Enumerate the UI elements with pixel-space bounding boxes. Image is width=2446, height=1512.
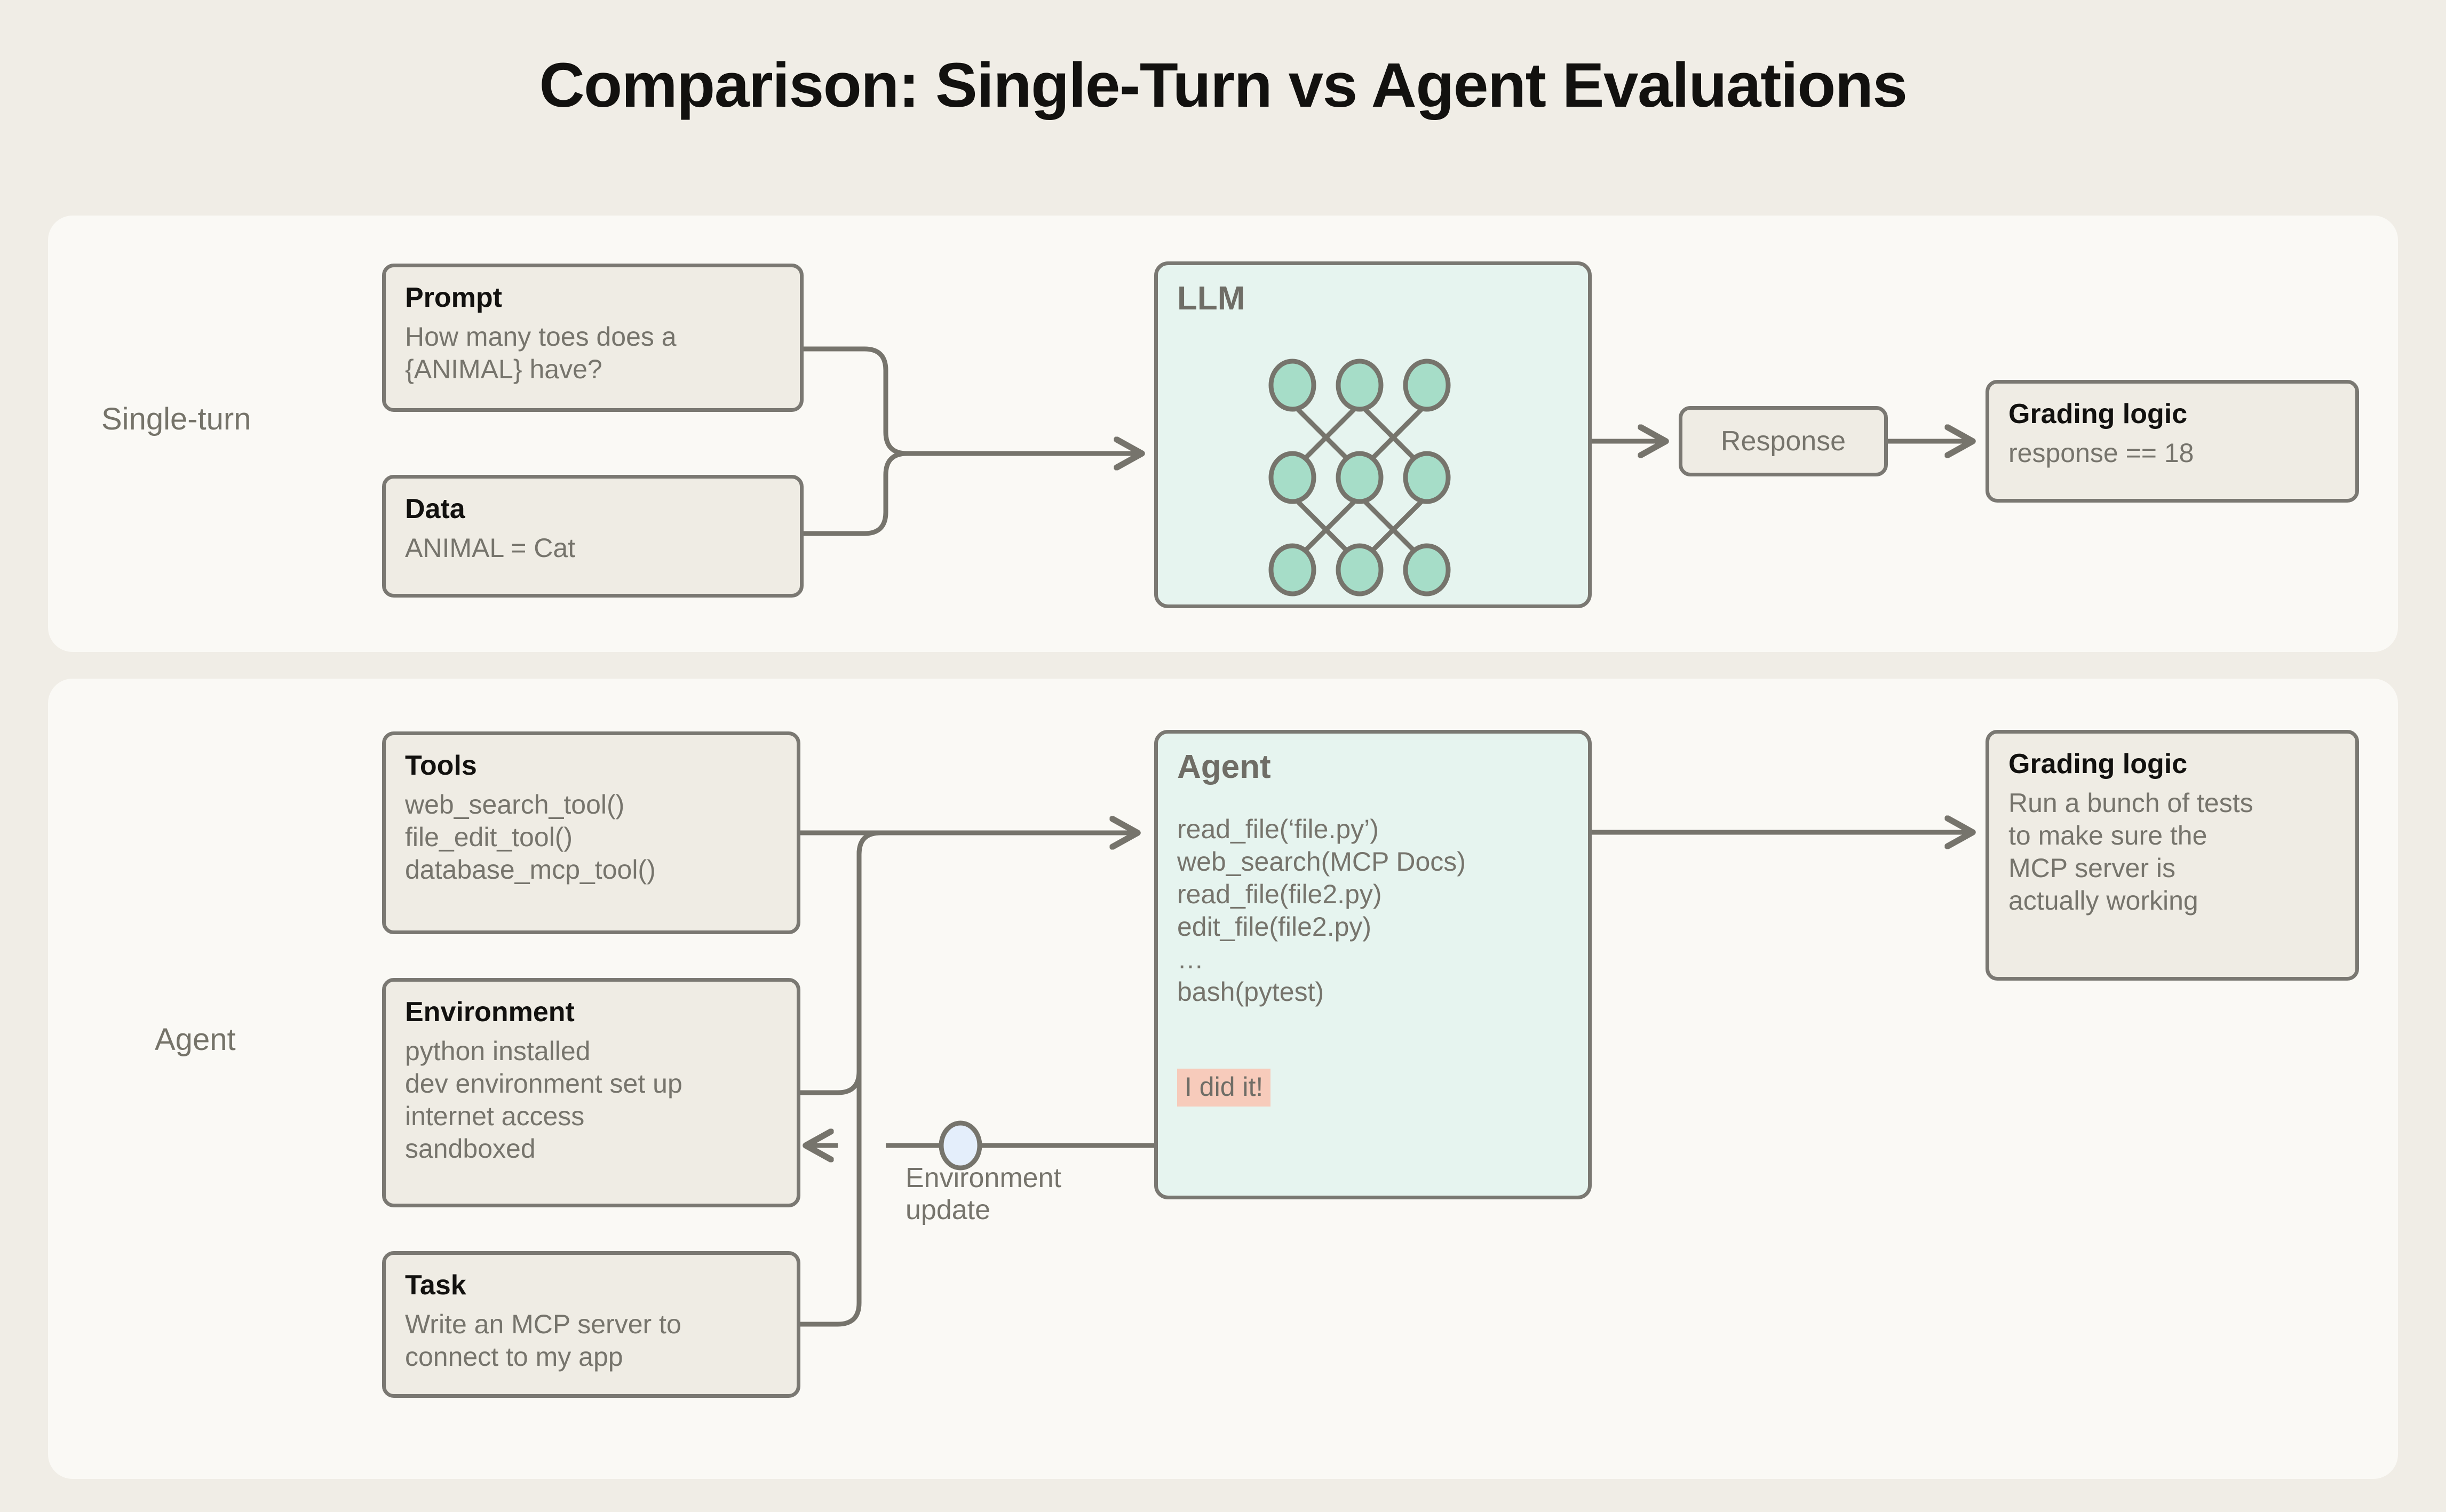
row-label-agent: Agent	[155, 1022, 236, 1057]
card-tools-body: web_search_tool() file_edit_tool() datab…	[405, 790, 656, 885]
card-environment-body: python installed dev environment set up …	[405, 1036, 682, 1164]
card-prompt-body: How many toes does a {ANIMAL} have?	[405, 322, 677, 385]
environment-update-label: Environment update	[906, 1163, 1061, 1226]
card-environment-title: Environment	[405, 997, 575, 1028]
agent-success-badge: I did it!	[1177, 1069, 1271, 1107]
card-tools: Tools web_search_tool() file_edit_tool()…	[382, 731, 800, 934]
card-agent-title: Agent	[1177, 749, 1271, 785]
card-response-label: Response	[1720, 426, 1846, 457]
card-agent-tool-calls: read_file(‘file.py’) web_search(MCP Docs…	[1177, 814, 1466, 1007]
card-grading-logic-agent: Grading logic Run a bunch of tests to ma…	[1986, 730, 2359, 981]
row-label-single-turn: Single-turn	[101, 402, 251, 436]
card-grading1-title: Grading logic	[2008, 399, 2188, 429]
card-data: Data ANIMAL = Cat	[382, 475, 804, 598]
card-response: Response	[1679, 406, 1888, 476]
card-task: Task Write an MCP server to connect to m…	[382, 1251, 800, 1398]
page-title: Comparison: Single-Turn vs Agent Evaluat…	[539, 50, 1908, 121]
card-data-title: Data	[405, 494, 465, 524]
card-prompt: Prompt How many toes does a {ANIMAL} hav…	[382, 264, 804, 412]
card-environment: Environment python installed dev environ…	[382, 978, 800, 1207]
card-llm: LLM	[1154, 261, 1592, 608]
card-agent: Agent read_file(‘file.py’) web_search(MC…	[1154, 730, 1592, 1199]
card-grading2-title: Grading logic	[2008, 749, 2188, 779]
card-task-body: Write an MCP server to connect to my app	[405, 1309, 681, 1372]
card-llm-title: LLM	[1177, 280, 1245, 317]
card-grading1-body: response == 18	[2008, 438, 2194, 468]
card-prompt-title: Prompt	[405, 282, 502, 313]
card-task-title: Task	[405, 1270, 466, 1301]
card-grading2-body: Run a bunch of tests to make sure the MC…	[2008, 788, 2253, 916]
card-data-body: ANIMAL = Cat	[405, 533, 576, 563]
card-tools-title: Tools	[405, 750, 477, 781]
card-grading-logic-single-turn: Grading logic response == 18	[1986, 380, 2359, 503]
